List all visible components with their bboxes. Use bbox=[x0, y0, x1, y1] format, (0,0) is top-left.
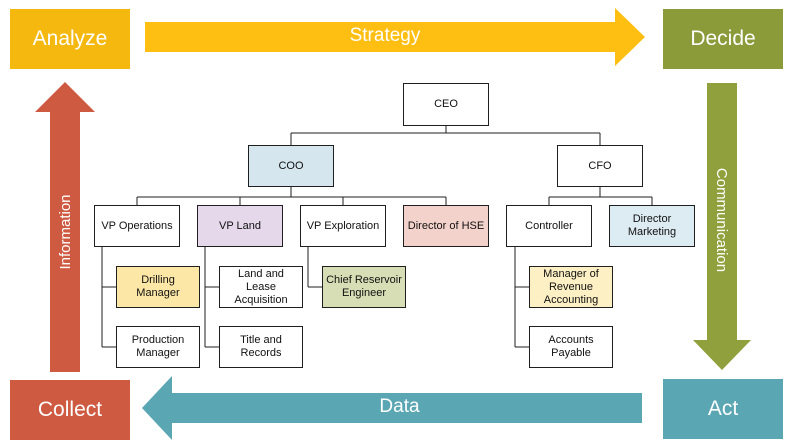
accounts-payable-node: Accounts Payable bbox=[529, 326, 613, 368]
strategy-label: Strategy bbox=[349, 25, 421, 46]
production-manager-node: Production Manager bbox=[116, 326, 200, 368]
coo-node: COO bbox=[248, 145, 334, 187]
act-box: Act bbox=[663, 379, 783, 439]
director-hse-node: Director of HSE bbox=[403, 205, 489, 247]
chief-reservoir-node: Chief Reservoir Engineer bbox=[322, 266, 406, 308]
vp-exploration-node: VP Exploration bbox=[300, 205, 386, 247]
drilling-manager-node: Drilling Manager bbox=[116, 266, 200, 308]
decide-box: Decide bbox=[663, 9, 783, 69]
vp-land-node: VP Land bbox=[197, 205, 283, 247]
analyze-box: Analyze bbox=[10, 9, 130, 69]
communication-arrow bbox=[693, 83, 751, 370]
data-arrow bbox=[142, 376, 642, 440]
communication-label: Communication bbox=[713, 167, 731, 273]
ceo-node: CEO bbox=[403, 83, 489, 126]
cfo-node: CFO bbox=[557, 145, 643, 187]
controller-node: Controller bbox=[506, 205, 592, 247]
director-marketing-node: Director Marketing bbox=[609, 205, 695, 247]
information-label: Information bbox=[56, 194, 74, 270]
strategy-arrow bbox=[145, 8, 645, 66]
information-arrow bbox=[35, 82, 95, 372]
title-records-node: Title and Records bbox=[219, 326, 303, 368]
collect-box: Collect bbox=[10, 380, 130, 440]
data-label: Data bbox=[379, 396, 420, 417]
land-lease-node: Land and Lease Acquisition bbox=[219, 266, 303, 308]
org-connectors bbox=[101, 126, 653, 348]
manager-revenue-node: Manager of Revenue Accounting bbox=[529, 266, 613, 308]
vp-operations-node: VP Operations bbox=[94, 205, 180, 247]
